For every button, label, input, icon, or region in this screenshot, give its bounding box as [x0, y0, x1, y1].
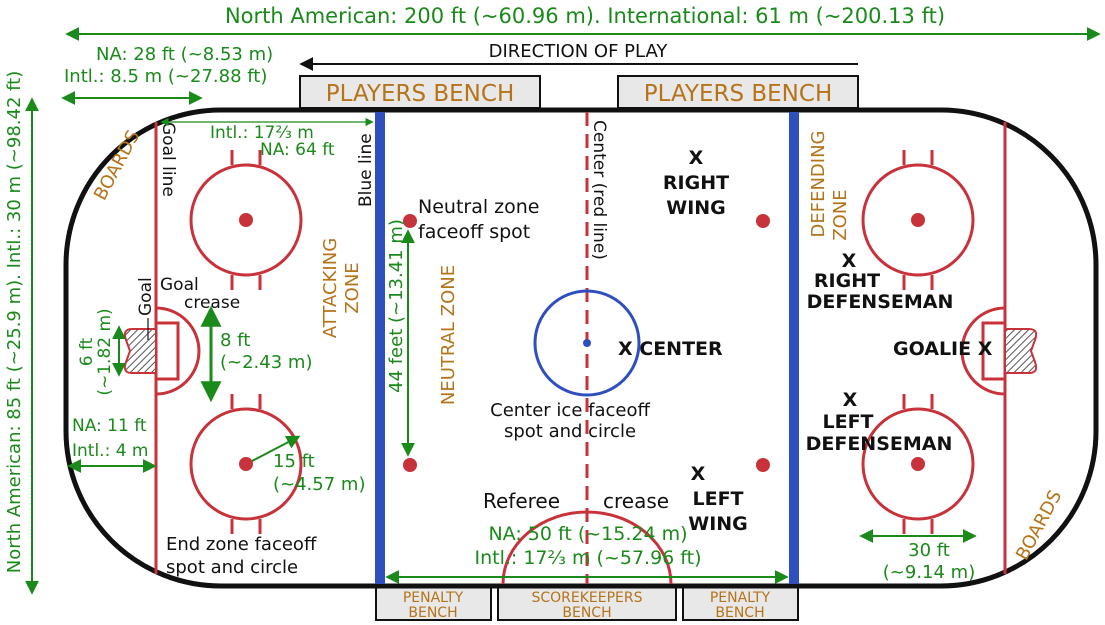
- left-defenseman-x: X: [843, 389, 858, 411]
- goal-net-right: [1004, 328, 1038, 374]
- end-zone-label-1: End zone faceoff: [166, 534, 317, 555]
- six-ft-label: 6 ft: [77, 337, 97, 366]
- scorekeepers-label-2: BENCH: [562, 605, 611, 621]
- center-ice-label-2: spot and circle: [504, 421, 636, 442]
- circle-radius-arrow: [251, 435, 301, 462]
- players-bench-right-label: PLAYERS BENCH: [644, 81, 833, 107]
- center-ice-circle: [533, 289, 641, 397]
- defending-zone-label-1: DEFENDING: [808, 130, 829, 237]
- penalty-bench-left-label-2: BENCH: [408, 605, 457, 621]
- defending-zone-label-2: ZONE: [830, 189, 851, 240]
- goal-crease-left: [155, 306, 201, 396]
- left-wing-label-2: WING: [688, 513, 748, 535]
- referee-crease: [501, 510, 673, 585]
- left-defenseman-label-1: LEFT: [822, 411, 873, 433]
- left-wing-x: X: [691, 463, 706, 485]
- eight-ft-metric-label: (~2.43 m): [220, 352, 312, 373]
- penalty-bench-right-label-1: PENALTY: [710, 590, 771, 606]
- neutral-zone-label: NEUTRAL ZONE: [438, 265, 459, 405]
- direction-of-play-label: DIRECTION OF PLAY: [489, 41, 669, 62]
- goal-crease-label-2: crease: [184, 293, 240, 313]
- length-label: North American: 200 ft (~60.96 m). Inter…: [225, 4, 945, 28]
- thirty-ft-metric-label: (~9.14 m): [883, 562, 975, 583]
- left-defenseman-label-2: DEFENSEMAN: [806, 433, 953, 455]
- penalty-bench-left-label-1: PENALTY: [403, 590, 464, 606]
- center-red-line-label: Center (red line): [589, 120, 609, 260]
- faceoff-spot-left-bottom: [239, 457, 253, 471]
- goal-crease-label-1: Goal: [160, 275, 199, 295]
- end-zone-label-2: spot and circle: [166, 557, 298, 578]
- faceoff-circle-right-top: [861, 150, 975, 290]
- penalty-bench-right-label-2: BENCH: [715, 605, 764, 621]
- intl-4-label: Intl.: 4 m: [72, 441, 149, 461]
- blue-line-right: [789, 112, 799, 584]
- forty-four-label: 44 feet (~13.41 m): [386, 219, 407, 393]
- attacking-zone-label-2: ZONE: [342, 262, 363, 313]
- six-ft-metric-label: (~1.82 m): [95, 308, 115, 395]
- fifteen-ft-label: 15 ft: [273, 451, 315, 472]
- faceoff-spot-left-top: [239, 213, 253, 227]
- goal-crease-right: [960, 306, 1006, 396]
- fifteen-ft-metric-label: (~4.57 m): [273, 474, 365, 495]
- left-wing-label-1: LEFT: [692, 488, 743, 510]
- na-28-label: NA: 28 ft (~8.53 m): [96, 44, 273, 65]
- blue-line-label: Blue line: [356, 133, 376, 207]
- faceoff-circle-left-top: [189, 150, 303, 290]
- neutral-faceoff-label-2: faceoff spot: [418, 221, 530, 243]
- na-11-label: NA: 11 ft: [72, 416, 147, 436]
- goal-label: Goal: [136, 277, 156, 316]
- scorekeepers-label-1: SCOREKEEPERS: [531, 590, 642, 606]
- intl-1723-label: Intl.: 17⅔ m (~57.96 ft): [474, 547, 701, 569]
- players-bench-left-label: PLAYERS BENCH: [326, 81, 515, 107]
- faceoff-spot-right-top: [911, 213, 925, 227]
- scorekeepers-bench: [497, 585, 677, 621]
- crease-label: crease: [603, 489, 669, 513]
- players-bench-right: [617, 75, 859, 109]
- intl-17-label: Intl.: 17⅔ m: [210, 123, 314, 143]
- center-ice-spot: [583, 339, 591, 347]
- center-position-label: X CENTER: [618, 338, 723, 360]
- referee-label: Referee: [483, 489, 560, 513]
- thirty-ft-label: 30 ft: [908, 540, 950, 561]
- na-50-label: NA: 50 ft (~15.24 m): [488, 523, 687, 545]
- intl-85-label: Intl.: 8.5 m (~27.88 ft): [64, 66, 267, 87]
- neutral-spot-left-bottom: [403, 458, 417, 472]
- eight-ft-label: 8 ft: [220, 330, 250, 351]
- neutral-faceoff-label-1: Neutral zone: [418, 196, 540, 218]
- right-wing-x: X: [689, 147, 704, 169]
- width-label: North American: 85 ft (~25.9 m). Intl.: …: [4, 71, 25, 573]
- right-defenseman-x: X: [842, 250, 857, 272]
- right-defenseman-label-1: RIGHT: [814, 270, 880, 292]
- center-ice-label-1: Center ice faceoff: [490, 400, 650, 421]
- goalie-label: GOALIE X: [893, 338, 993, 360]
- right-wing-label-1: RIGHT: [663, 172, 729, 194]
- neutral-spot-right-bottom: [756, 458, 770, 472]
- neutral-spot-left-top: [403, 214, 417, 228]
- penalty-bench-right: [682, 585, 799, 621]
- attacking-zone-label-1: ATTACKING: [320, 238, 341, 338]
- rink-boards: [63, 107, 1099, 589]
- players-bench-left: [299, 75, 541, 109]
- goal-line-label: Goal line: [158, 122, 178, 197]
- neutral-spot-right-top: [756, 214, 770, 228]
- faceoff-spot-right-bottom: [911, 457, 925, 471]
- na-64-label: NA: 64 ft: [260, 140, 335, 160]
- right-wing-label-2: WING: [666, 197, 726, 219]
- goal-net-left: [123, 328, 157, 374]
- faceoff-circle-left-bottom: [189, 394, 303, 534]
- right-defenseman-label-2: DEFENSEMAN: [807, 291, 954, 313]
- blue-line-left: [375, 112, 385, 584]
